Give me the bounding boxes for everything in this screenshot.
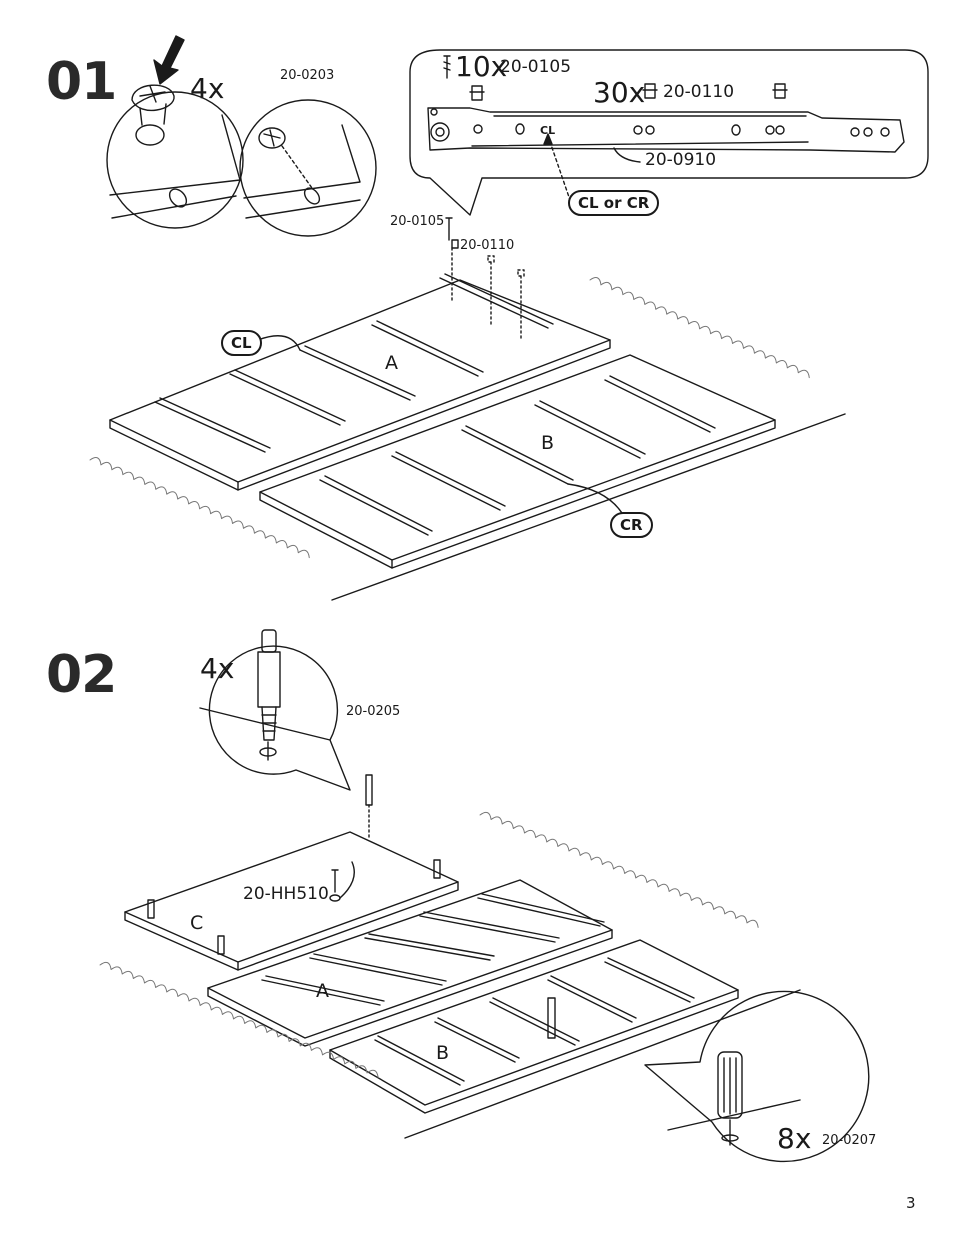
hinge-part-number: 20-HH510 xyxy=(243,884,329,904)
slide-callout xyxy=(409,49,929,216)
side-label-cr: CR xyxy=(610,512,653,538)
carpet-texture xyxy=(89,277,810,1078)
slide-part-number: 20-0910 xyxy=(645,150,717,170)
dowel-quantity: 8x xyxy=(777,1122,812,1155)
dowel-callout-bottom xyxy=(644,990,870,1163)
side-label-cl: CL xyxy=(221,330,262,356)
panels-step2 xyxy=(124,831,801,1139)
panel-label-a-step2: A xyxy=(316,980,329,1002)
screw-part-label-main: 20-0105 xyxy=(390,214,445,229)
step-number-01: 01 xyxy=(46,52,117,112)
bolt-part-number: 20-0110 xyxy=(663,82,735,102)
panels-step1 xyxy=(109,217,846,601)
step-number-02: 02 xyxy=(46,645,117,705)
connector-quantity: 4x xyxy=(200,652,235,685)
screw-part-number: 20-0105 xyxy=(500,57,572,77)
screw-quantity: 10x xyxy=(455,50,508,83)
cam-lock-detail xyxy=(106,35,377,237)
dowel-part-number: 20-0207 xyxy=(822,1133,877,1148)
slide-choice-label: CL or CR xyxy=(568,190,660,216)
panel-label-b-step2: B xyxy=(436,1042,450,1064)
panel-label-a: A xyxy=(385,352,398,374)
bolt-quantity: 30x xyxy=(593,76,646,109)
panel-label-c: C xyxy=(190,912,204,934)
bolt-part-label-main: 20-0110 xyxy=(460,238,515,253)
cam-lock-part-number: 20-0203 xyxy=(280,68,335,83)
dowel-callout-top xyxy=(199,629,373,841)
connector-part-number: 20-0205 xyxy=(346,704,401,719)
panel-label-b: B xyxy=(541,432,555,454)
page-number: 3 xyxy=(906,1194,916,1212)
cam-lock-quantity: 4x xyxy=(190,72,225,105)
slide-side-mark: CL xyxy=(540,124,556,137)
